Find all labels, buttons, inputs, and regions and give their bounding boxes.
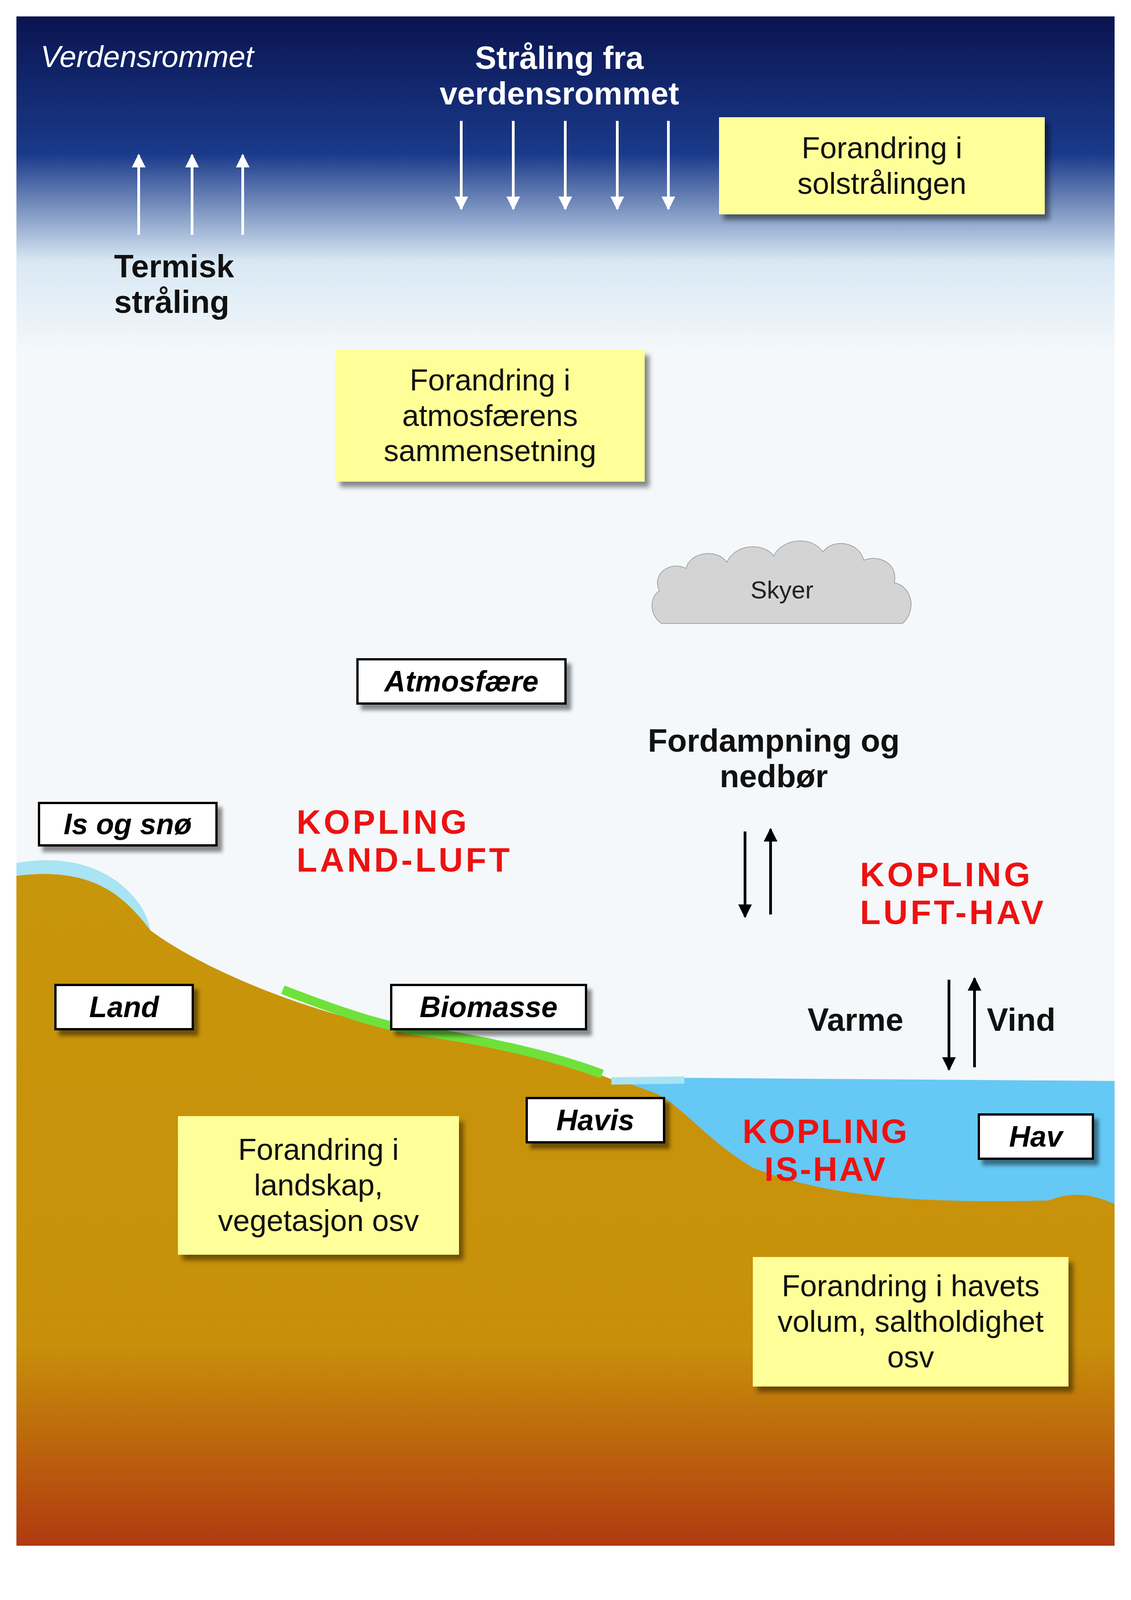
component-box: Havis — [525, 1097, 666, 1144]
coupling-label: KOPLING LUFT-HAV — [859, 856, 1075, 933]
node-text: Hav — [1009, 1120, 1063, 1154]
component-box: Is og snø — [37, 802, 218, 847]
node-text: Is og snø — [63, 807, 193, 842]
node-text: Forandring i havets volum, saltholdighet… — [766, 1268, 1055, 1376]
sea — [611, 1077, 1115, 1205]
node-text: Biomasse — [419, 990, 558, 1025]
diagram-label: Vind — [986, 1002, 1097, 1038]
component-box: Atmosfære — [356, 658, 567, 705]
biomass — [282, 990, 603, 1075]
diagram-label: Termisk stråling — [114, 248, 279, 321]
land — [16, 874, 1115, 1547]
change-box: Forandring i landskap, vegetasjon osv — [177, 1116, 459, 1256]
node-text: Forandring i landskap, vegetasjon osv — [191, 1132, 446, 1240]
diagram-label: Stråling fra verdensrommet — [399, 40, 720, 112]
cloud-shape: Skyer — [649, 533, 915, 628]
change-box: Forandring i solstrålingen — [719, 117, 1045, 215]
node-text: Land — [89, 990, 160, 1025]
component-box: Biomasse — [390, 984, 588, 1031]
coupling-label: KOPLING LAND-LUFT — [296, 803, 534, 880]
node-text: Forandring i solstrålingen — [732, 130, 1032, 202]
ice-snow — [16, 860, 151, 931]
sky — [16, 16, 1115, 1547]
node-text: Atmosfære — [384, 664, 539, 699]
component-box: Hav — [977, 1113, 1095, 1161]
sea-ice — [611, 1080, 685, 1082]
diagram-label: Varme — [807, 1002, 931, 1038]
thermal-arrows — [138, 155, 243, 235]
diagram-label: Verdensrommet — [40, 40, 324, 74]
solar-arrows — [461, 120, 669, 209]
change-box: Forandring i havets volum, saltholdighet… — [752, 1257, 1069, 1387]
node-text: Forandring i atmosfærens sammensetning — [349, 362, 631, 470]
component-box: Land — [54, 984, 194, 1031]
node-text: Skyer — [750, 575, 814, 605]
change-box: Forandring i atmosfærens sammensetning — [335, 349, 645, 482]
node-text: Havis — [556, 1103, 635, 1138]
coupling-label: KOPLING IS-HAV — [729, 1113, 922, 1189]
diagram-label: Fordampning og nedbør — [591, 723, 957, 795]
